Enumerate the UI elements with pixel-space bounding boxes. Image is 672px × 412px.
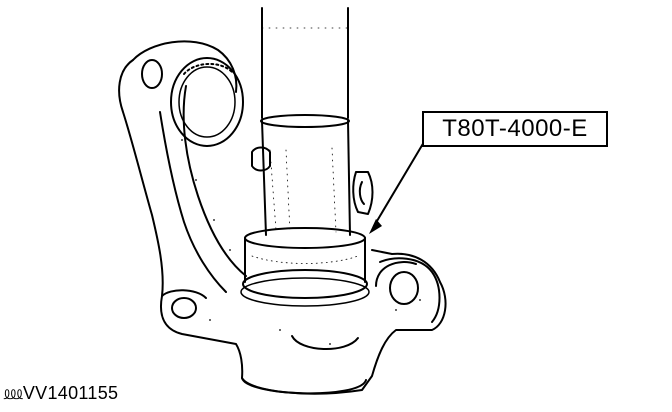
illustration-marker-icon: ⅏ — [4, 383, 23, 403]
callout-arrowhead — [369, 219, 382, 234]
sleeve-right-edge — [347, 120, 351, 236]
lower-hub — [241, 377, 367, 395]
upper-boss-shade — [183, 63, 233, 75]
stipple-texture — [181, 139, 421, 345]
figure-id-label: ⅏VV1401155 — [4, 381, 118, 405]
steering-arm-hole — [389, 271, 419, 305]
retaining-clip-inner — [358, 181, 365, 205]
tool-callout-box: T80T-4000-E — [422, 111, 608, 147]
callout-leader-line — [373, 141, 425, 227]
sleeve-hatch — [269, 147, 337, 233]
knuckle-arm-edge — [159, 111, 227, 293]
installer-cup-shade — [251, 255, 359, 264]
upper-boss — [170, 57, 244, 147]
steering-arm-boss — [375, 261, 417, 287]
retaining-clip — [352, 171, 374, 215]
knuckle-arm-inner — [182, 85, 247, 277]
lower-left-ear — [161, 289, 207, 299]
upper-hole — [141, 59, 163, 89]
sleeve-pin — [251, 146, 271, 172]
sleeve-left-edge — [261, 120, 267, 236]
steering-arm — [379, 257, 441, 323]
knuckle-body-outline — [118, 59, 447, 395]
upper-boss-rim — [178, 66, 236, 138]
installer-cup-lip — [240, 277, 370, 307]
lower-left-hole — [171, 297, 197, 319]
installer-cup-bottom — [242, 269, 368, 299]
sleeve-top-ellipse — [260, 114, 350, 128]
installer-cup-top — [244, 227, 366, 249]
tool-callout-label: T80T-4000-E — [442, 115, 588, 142]
installer-cup-body — [244, 237, 366, 283]
lower-hub-rim — [291, 335, 359, 350]
figure-id-text: VV1401155 — [22, 383, 119, 403]
